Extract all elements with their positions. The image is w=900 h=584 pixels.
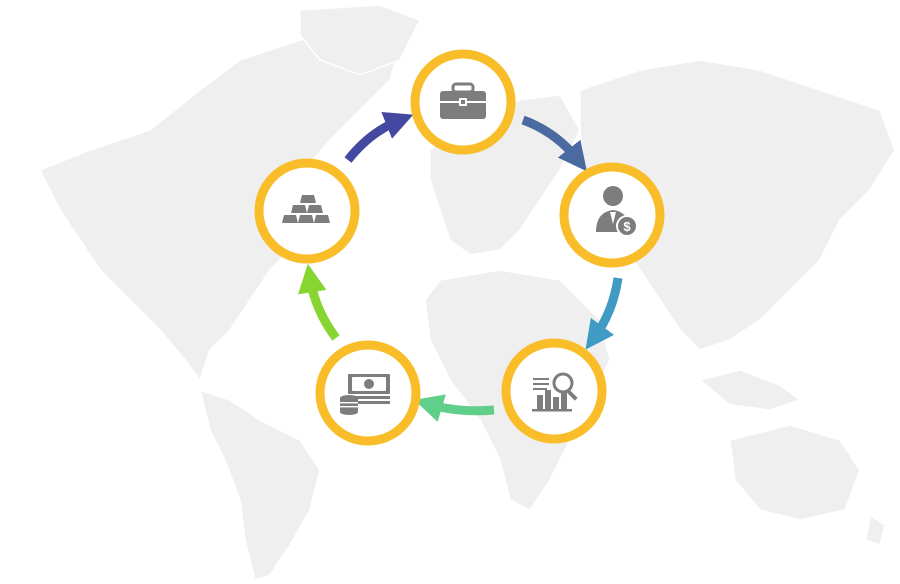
- chart-magnifier-icon: [532, 372, 578, 412]
- businessman-dollar-icon: $: [596, 186, 638, 237]
- new-zealand-shape: [865, 513, 886, 546]
- southeast-asia-islands-shape: [698, 369, 802, 411]
- arrow-cash-to-gold: [297, 263, 340, 341]
- node-briefcase: [410, 49, 516, 155]
- greenland-shape: [299, 4, 422, 76]
- svg-text:$: $: [623, 219, 631, 234]
- gold-bars-icon: [282, 195, 330, 223]
- arrow-gold-to-briefcase: [344, 111, 414, 163]
- briefcase-icon: [440, 82, 486, 119]
- node-investor: $: [559, 162, 665, 268]
- arrow-investor-to-analysis: [585, 277, 623, 350]
- arrow-briefcase-to-investor: [521, 115, 587, 172]
- node-cash: [315, 340, 421, 446]
- cash-and-coins-icon: [340, 374, 390, 415]
- world-map-background: [38, 4, 896, 581]
- australia-shape: [729, 424, 861, 521]
- arrow-analysis-to-cash: [414, 394, 495, 422]
- node-gold: [254, 158, 360, 264]
- south-america-shape: [198, 388, 321, 581]
- node-analysis: [501, 338, 607, 444]
- cycle-arrows: [297, 111, 623, 422]
